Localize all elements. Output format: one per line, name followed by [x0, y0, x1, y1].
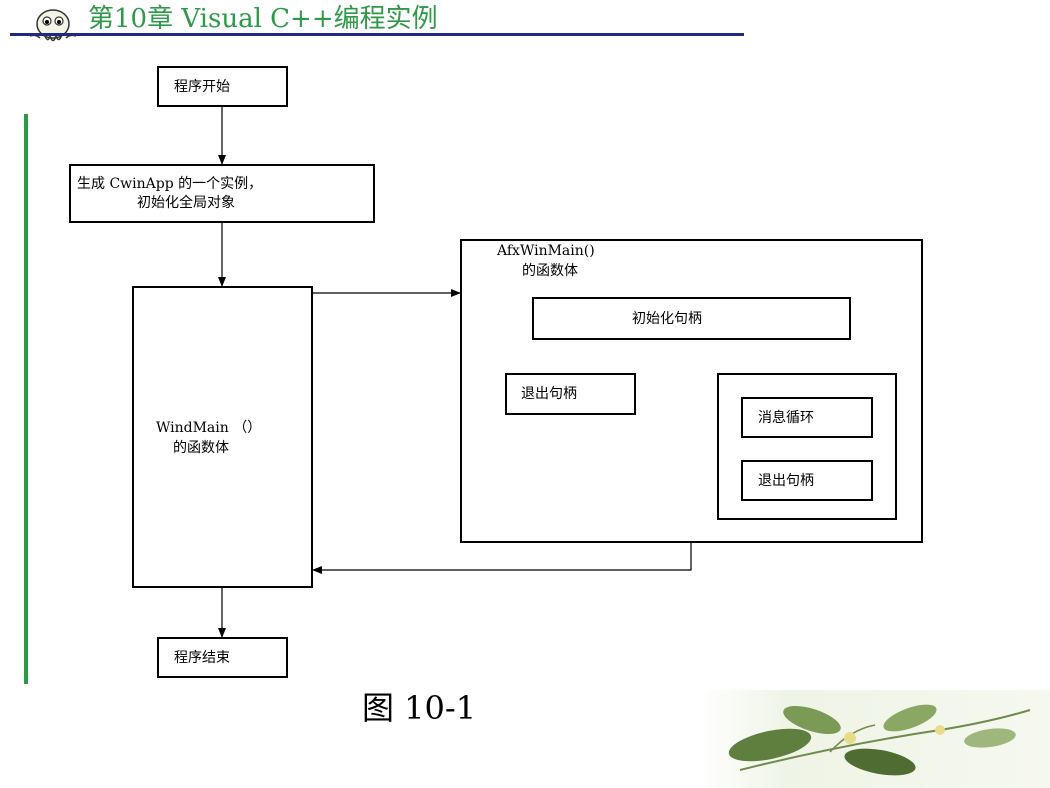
create-label-line2: 初始化全局对象 — [137, 195, 235, 211]
end-label: 程序结束 — [174, 650, 230, 666]
leaf-branch-decoration — [700, 690, 1050, 788]
create-instance-box: 生成 CwinApp 的一个实例， 初始化全局对象 — [69, 164, 375, 223]
winmain-label-line2: 的函数体 — [173, 440, 229, 456]
init-handle-label: 初始化句柄 — [632, 311, 702, 327]
afx-label-line2: 的函数体 — [522, 263, 578, 279]
arrow-afx-return — [312, 541, 692, 574]
page-title: 第10章 Visual C++编程实例 — [88, 4, 438, 34]
message-loop-box: 消息循环 — [741, 397, 873, 438]
accent-bar — [24, 114, 28, 684]
start-box: 程序开始 — [157, 66, 288, 107]
winmain-box: WindMain （） 的函数体 — [132, 286, 313, 588]
exit-handle-box: 退出句柄 — [505, 373, 636, 415]
exit-handle-label: 退出句柄 — [521, 386, 577, 402]
winmain-label-line1: WindMain （） — [156, 420, 262, 436]
init-handle-box: 初始化句柄 — [532, 297, 851, 340]
end-box: 程序结束 — [157, 637, 288, 678]
afx-label-line1: AfxWinMain() — [497, 243, 595, 259]
figure-caption: 图 10-1 — [362, 689, 477, 727]
exit-handle-inner-box: 退出句柄 — [741, 460, 873, 501]
exit-handle-inner-label: 退出句柄 — [758, 473, 814, 489]
start-label: 程序开始 — [174, 79, 230, 95]
message-loop-label: 消息循环 — [758, 410, 814, 426]
header-divider — [10, 33, 744, 36]
create-label-line1: 生成 CwinApp 的一个实例， — [77, 176, 263, 192]
